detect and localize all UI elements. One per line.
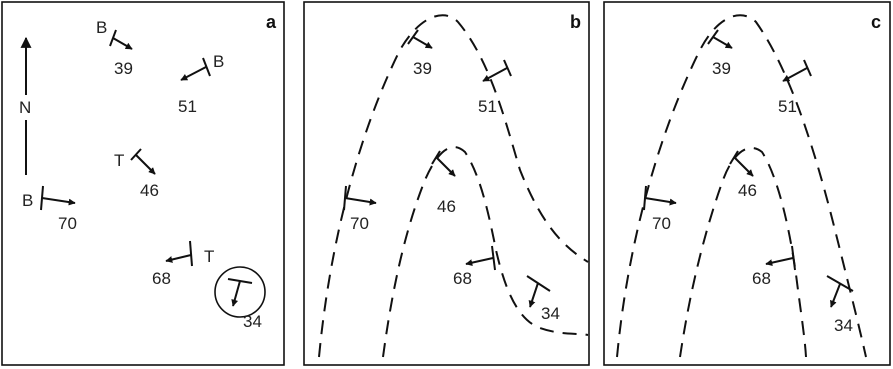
dip-arrow (412, 36, 433, 49)
strike-line (189, 240, 193, 267)
strike-line (791, 245, 796, 271)
bed-marker: T (114, 151, 124, 170)
measurement-46: 46 (729, 150, 757, 200)
dip-arrow (528, 282, 539, 308)
dip-label: 68 (453, 269, 472, 288)
measurement-70: 70 (643, 185, 677, 233)
dip-arrow (712, 36, 733, 49)
panel-a-label: a (266, 12, 277, 32)
dip-arrow (112, 37, 133, 50)
measurement-70: B 70 (22, 185, 77, 233)
measurement-39: 39 (407, 29, 433, 78)
measurement-34: 34 (826, 275, 854, 335)
dip-arrow (231, 280, 241, 307)
dip-arrow (165, 254, 192, 263)
dip-label: 34 (834, 316, 853, 335)
dip-label: 70 (350, 214, 369, 233)
dip-arrow (830, 283, 841, 308)
bed-marker: B (213, 52, 224, 71)
dip-arrow (644, 197, 677, 206)
dip-label: 39 (114, 59, 133, 78)
dip-arrow (782, 67, 808, 82)
dip-label: 70 (58, 214, 77, 233)
measurement-39: B 39 (96, 18, 133, 78)
outer-fold-trace (318, 14, 589, 358)
measurement-46: 46 (431, 150, 456, 216)
panel-c-label: c (871, 12, 881, 32)
measurement-51: 51 (478, 59, 512, 116)
inner-fold-trace (382, 146, 589, 358)
measurement-68: 68 (453, 245, 496, 288)
measurement-51: B 51 (178, 52, 224, 116)
north-arrow: N (19, 36, 32, 175)
dip-arrow (135, 154, 156, 175)
strike-line (130, 148, 142, 161)
dip-label: 46 (140, 181, 159, 200)
bed-marker: B (22, 191, 33, 210)
dip-label: 51 (178, 97, 197, 116)
panel-c: c 39 51 46 70 (603, 1, 891, 366)
dip-arrow (344, 197, 377, 206)
measurement-34: 34 (214, 266, 266, 331)
dip-arrow (765, 257, 794, 267)
outer-fold-trace (616, 14, 867, 358)
dip-arrow (180, 66, 207, 81)
dip-label: 70 (652, 214, 671, 233)
measurement-70: 70 (343, 185, 377, 233)
inner-fold-trace (679, 147, 807, 358)
measurement-68: 68 (752, 245, 796, 288)
dip-label: 34 (541, 304, 560, 323)
measurement-46: T 46 (114, 148, 159, 200)
bed-marker: T (204, 247, 214, 266)
panel-b-label: b (570, 12, 581, 32)
dip-label: 34 (243, 312, 262, 331)
strike-line (826, 275, 854, 292)
panel-b: b 39 51 46 70 (303, 1, 590, 366)
dip-label: 46 (738, 181, 757, 200)
dip-arrow (733, 156, 754, 177)
strike-line (202, 57, 211, 77)
dip-arrow (41, 197, 76, 206)
strike-line (803, 59, 812, 77)
strike-line (503, 59, 512, 77)
highlight-circle (214, 266, 266, 318)
panel-a: a N B 39 B 51 T 46 (1, 1, 285, 366)
dip-label: 68 (152, 269, 171, 288)
dip-label: 51 (478, 97, 497, 116)
dip-arrow (435, 156, 456, 177)
measurement-34: 34 (526, 275, 560, 323)
bed-marker: B (96, 18, 107, 37)
north-label: N (19, 98, 31, 117)
panel-b-frame (303, 1, 590, 366)
dip-label: 39 (712, 59, 731, 78)
measurement-39: 39 (707, 29, 733, 78)
dip-label: 68 (752, 269, 771, 288)
dip-arrow (465, 257, 494, 267)
panel-c-frame (603, 1, 891, 366)
dip-label: 46 (437, 197, 456, 216)
dip-label: 39 (413, 59, 432, 78)
dip-arrow (482, 67, 508, 82)
panel-a-frame (1, 1, 285, 366)
dip-label: 51 (778, 97, 797, 116)
measurement-68: T 68 (152, 240, 214, 288)
strike-line (491, 245, 496, 271)
measurement-51: 51 (778, 59, 812, 116)
